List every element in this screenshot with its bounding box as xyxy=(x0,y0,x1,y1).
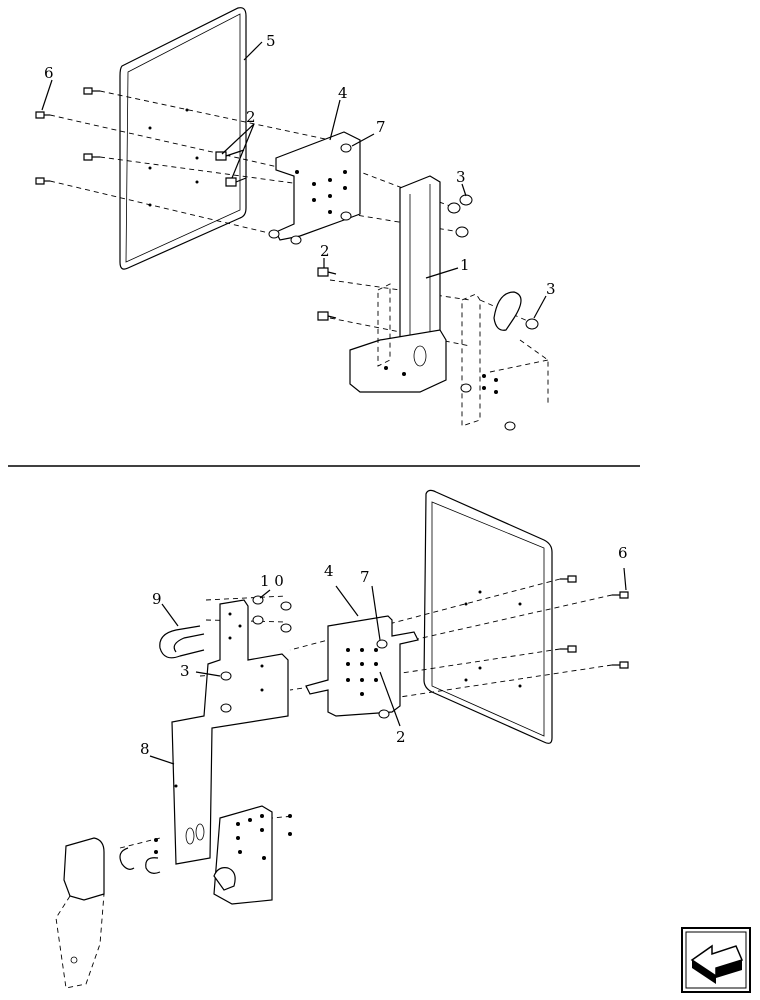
callout-top-5: 5 xyxy=(266,32,276,50)
callout-bottom-10: 1 0 xyxy=(260,572,284,590)
callout-top-4: 4 xyxy=(338,84,348,102)
callout-top-3b: 3 xyxy=(546,280,556,298)
mounting-bracket-top xyxy=(268,131,361,245)
top-assembly-view: 6 5 4 7 2 3 2 1 3 xyxy=(35,7,556,431)
nut-group-top xyxy=(447,194,539,330)
previous-page-arrow-icon[interactable] xyxy=(681,927,751,993)
bolt-group-left-top xyxy=(35,87,100,185)
callout-top-3a: 3 xyxy=(456,168,466,186)
side-plate-top xyxy=(460,291,549,431)
callout-top-7: 7 xyxy=(376,118,386,136)
leader-lines-bottom xyxy=(149,567,627,765)
callout-bottom-9: 9 xyxy=(152,590,162,608)
screw-group-top xyxy=(215,149,337,321)
support-arm-bottom xyxy=(171,599,289,865)
callout-bottom-6: 6 xyxy=(618,544,628,562)
lower-clamp-plate xyxy=(213,805,292,905)
callout-bottom-2: 2 xyxy=(396,728,406,746)
mounting-bracket-bottom xyxy=(305,615,419,719)
callout-top-2a: 2 xyxy=(246,108,256,126)
callout-top-2b: 2 xyxy=(320,242,330,260)
callout-bottom-7: 7 xyxy=(360,568,370,586)
bolt-group-right-bottom xyxy=(560,575,629,669)
mirror-panel-top xyxy=(119,7,247,270)
leader-lines-top xyxy=(41,41,547,319)
callout-bottom-4: 4 xyxy=(324,562,334,580)
mirror-panel-bottom xyxy=(423,489,553,744)
callout-top-1: 1 xyxy=(460,256,470,274)
upright-post-top xyxy=(349,175,447,393)
u-bolt-bottom xyxy=(159,625,205,659)
left-mount-part xyxy=(55,837,161,989)
nut-group-bottom xyxy=(252,595,292,633)
callout-top-6: 6 xyxy=(44,64,54,82)
bottom-assembly-view: 1 0 9 4 7 6 3 8 2 xyxy=(55,489,629,989)
callout-bottom-8: 8 xyxy=(140,740,150,758)
callout-bottom-3: 3 xyxy=(180,662,190,680)
